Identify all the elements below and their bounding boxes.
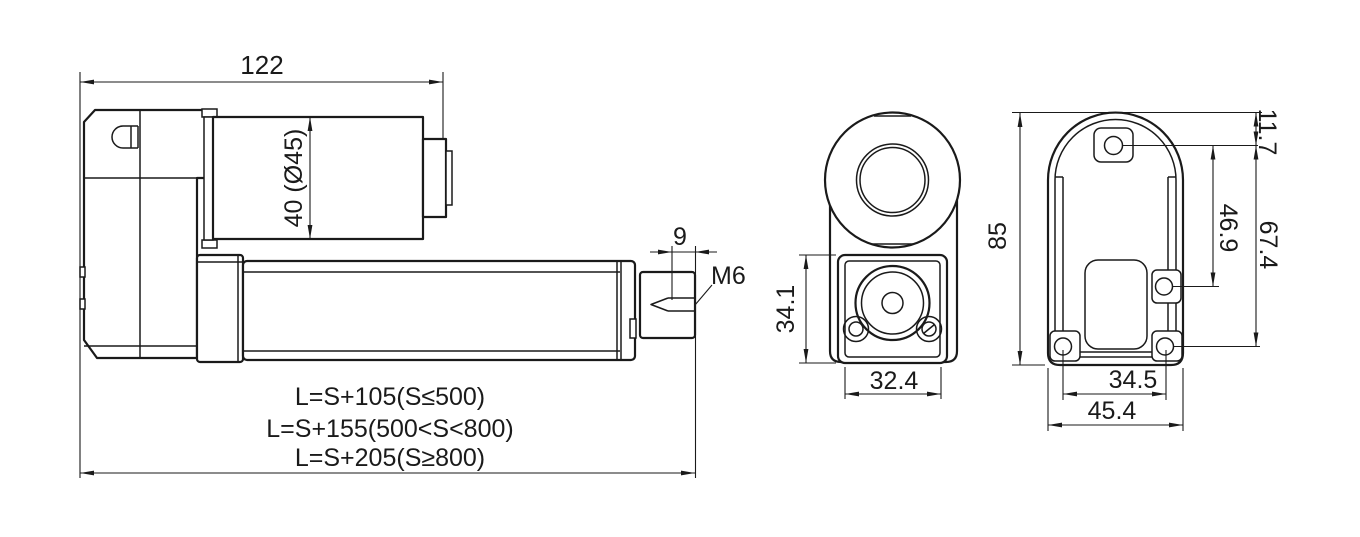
bottom-right-hole <box>1155 337 1175 356</box>
dim-side-hole: 46.9 <box>1210 145 1242 287</box>
length-formula-3: L=S+205(S≥800) <box>295 444 485 472</box>
length-formula-2: L=S+155(500<S<800) <box>266 415 513 443</box>
cover-recess <box>1084 259 1148 350</box>
rod-end <box>638 270 697 340</box>
dim-side-hole-label: 46.9 <box>1214 204 1242 253</box>
outer-tube <box>241 259 637 362</box>
screw-right <box>915 315 943 343</box>
side-view: 40 (Ø45) 122 <box>79 50 746 478</box>
mounting-plate <box>836 253 949 365</box>
bottom-left-tab <box>1049 330 1081 362</box>
center-hole <box>881 291 904 315</box>
thread-callout-label: M6 <box>711 262 746 290</box>
dim-bottom-hole-label: 67.4 <box>1254 221 1282 270</box>
dim-overall-width: 45.4 <box>1047 368 1184 431</box>
top-hole <box>1103 135 1124 156</box>
motor-body <box>201 108 453 249</box>
dim-hole-spacing-label: 34.5 <box>1109 366 1158 394</box>
dim-plate-width-label: 32.4 <box>870 367 919 395</box>
length-formula-1: L=S+105(S≤500) <box>295 383 485 411</box>
dim-bottom-hole: 67.4 <box>1253 145 1282 347</box>
thread-hole-cone <box>650 297 669 312</box>
dim-overall-width-label: 45.4 <box>1088 397 1137 425</box>
dim-top-hole: 11.7 <box>1253 109 1281 156</box>
dim-rod-thread: 9 <box>650 223 717 478</box>
dim-rod-thread-label: 9 <box>673 223 687 251</box>
gearbox-housing <box>79 108 207 360</box>
dim-top-hole-label: 11.7 <box>1253 109 1281 156</box>
dim-motor-length: 122 <box>79 50 444 478</box>
dim-plate-width: 32.4 <box>844 367 942 399</box>
motor-end-circle <box>823 111 962 249</box>
dim-overall-height: 85 <box>984 111 1262 366</box>
front-bracket <box>195 253 245 364</box>
dim-motor-diameter-label: 40 (Ø45) <box>280 129 308 228</box>
dim-hole-spacing: 34.5 <box>1062 350 1167 400</box>
side-hole <box>1154 277 1174 296</box>
thread-callout: M6 <box>694 262 746 306</box>
side-screw-tab <box>1151 269 1182 304</box>
dim-overall-length: L=S+105(S≤500) L=S+155(500<S<800) L=S+20… <box>80 383 695 476</box>
dim-plate-height: 34.1 <box>772 254 836 364</box>
dim-overall-height-label: 85 <box>984 222 1012 250</box>
dim-plate-height-label: 34.1 <box>772 285 800 334</box>
dim-motor-diameter: 40 (Ø45) <box>280 117 313 239</box>
end-body <box>1046 111 1185 367</box>
front-view: 34.1 32.4 <box>772 111 962 399</box>
screw-left <box>842 315 870 343</box>
end-view: 85 11.7 46.9 67.4 34.5 <box>984 109 1282 431</box>
dim-motor-length-label: 122 <box>240 50 283 80</box>
